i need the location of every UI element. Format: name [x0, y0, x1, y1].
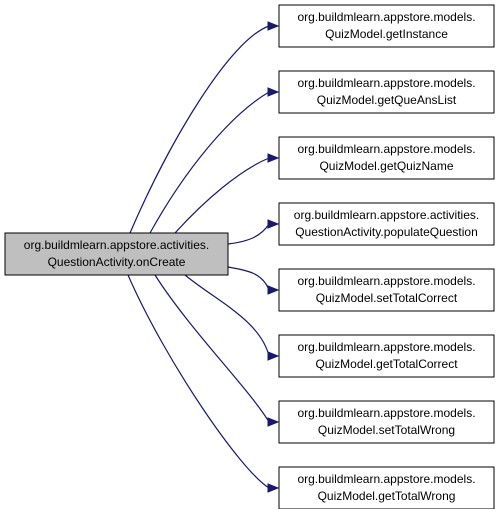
target-node-box	[278, 70, 495, 114]
call-edge	[149, 87, 280, 234]
target-node[interactable]: org.buildmlearn.appstore.models. QuizMode…	[278, 268, 495, 312]
target-node-line2: QuizModel.setTotalWrong	[318, 423, 455, 437]
arrowhead-icon	[267, 153, 280, 163]
arrowhead-icon	[267, 483, 280, 493]
arrowhead-icon	[267, 285, 280, 295]
target-node-line1: org.buildmlearn.appstore.models.	[297, 10, 475, 24]
target-node-line2: QuestionActivity.populateQuestion	[295, 225, 478, 239]
target-node-line1: org.buildmlearn.appstore.models.	[297, 142, 475, 156]
source-node-onCreate[interactable]: org.buildmlearn.appstore.activities. Que…	[4, 232, 229, 276]
target-node-box	[278, 400, 495, 444]
target-node-box	[278, 136, 495, 180]
target-node[interactable]: org.buildmlearn.appstore.models. QuizMode…	[278, 400, 495, 444]
target-node-line1: org.buildmlearn.appstore.models.	[297, 76, 475, 90]
target-node[interactable]: org.buildmlearn.appstore.models. QuizMode…	[278, 334, 495, 378]
target-node[interactable]: org.buildmlearn.appstore.models. QuizMode…	[278, 466, 495, 509]
target-node-line2: QuizModel.setTotalCorrect	[316, 291, 458, 305]
target-node-box	[278, 466, 495, 509]
call-edge	[129, 21, 280, 234]
target-node[interactable]: org.buildmlearn.appstore.models. QuizMode…	[278, 70, 495, 114]
target-node-line1: org.buildmlearn.appstore.activities.	[294, 208, 479, 222]
target-node-box	[278, 268, 495, 312]
arrowhead-icon	[267, 21, 280, 31]
target-node-line1: org.buildmlearn.appstore.models.	[297, 406, 475, 420]
target-node-line2: QuizModel.getTotalCorrect	[315, 357, 458, 371]
call-edge	[184, 274, 280, 361]
target-node[interactable]: org.buildmlearn.appstore.models. QuizMode…	[278, 4, 495, 48]
arrowhead-icon	[267, 351, 280, 361]
call-edge	[154, 274, 280, 427]
target-nodes: org.buildmlearn.appstore.models. QuizMode…	[278, 4, 495, 509]
call-edge	[174, 153, 280, 234]
target-node[interactable]: org.buildmlearn.appstore.models. QuizMode…	[278, 136, 495, 180]
target-node-box	[278, 4, 495, 48]
target-node-line2: QuizModel.getTotalWrong	[318, 489, 456, 503]
source-node-line1: org.buildmlearn.appstore.activities.	[24, 238, 209, 252]
target-node-box	[278, 334, 495, 378]
target-node[interactable]: org.buildmlearn.appstore.activities. Ques…	[278, 202, 495, 246]
call-edge	[227, 219, 280, 245]
target-node-line1: org.buildmlearn.appstore.models.	[297, 472, 475, 486]
target-node-line2: QuizModel.getQuizName	[319, 159, 453, 173]
source-node-box	[4, 232, 229, 276]
call-edge	[127, 274, 280, 493]
target-node-line2: QuizModel.getQueAnsList	[317, 93, 457, 107]
arrowhead-icon	[267, 219, 280, 229]
call-edge	[227, 266, 280, 295]
target-node-line1: org.buildmlearn.appstore.models.	[297, 340, 475, 354]
target-node-box	[278, 202, 495, 246]
call-edges	[127, 21, 280, 493]
arrowhead-icon	[267, 87, 280, 97]
target-node-line2: QuizModel.getInstance	[325, 27, 448, 41]
arrowhead-icon	[267, 417, 280, 427]
source-node-line2: QuestionActivity.onCreate	[48, 255, 186, 269]
target-node-line1: org.buildmlearn.appstore.models.	[297, 274, 475, 288]
